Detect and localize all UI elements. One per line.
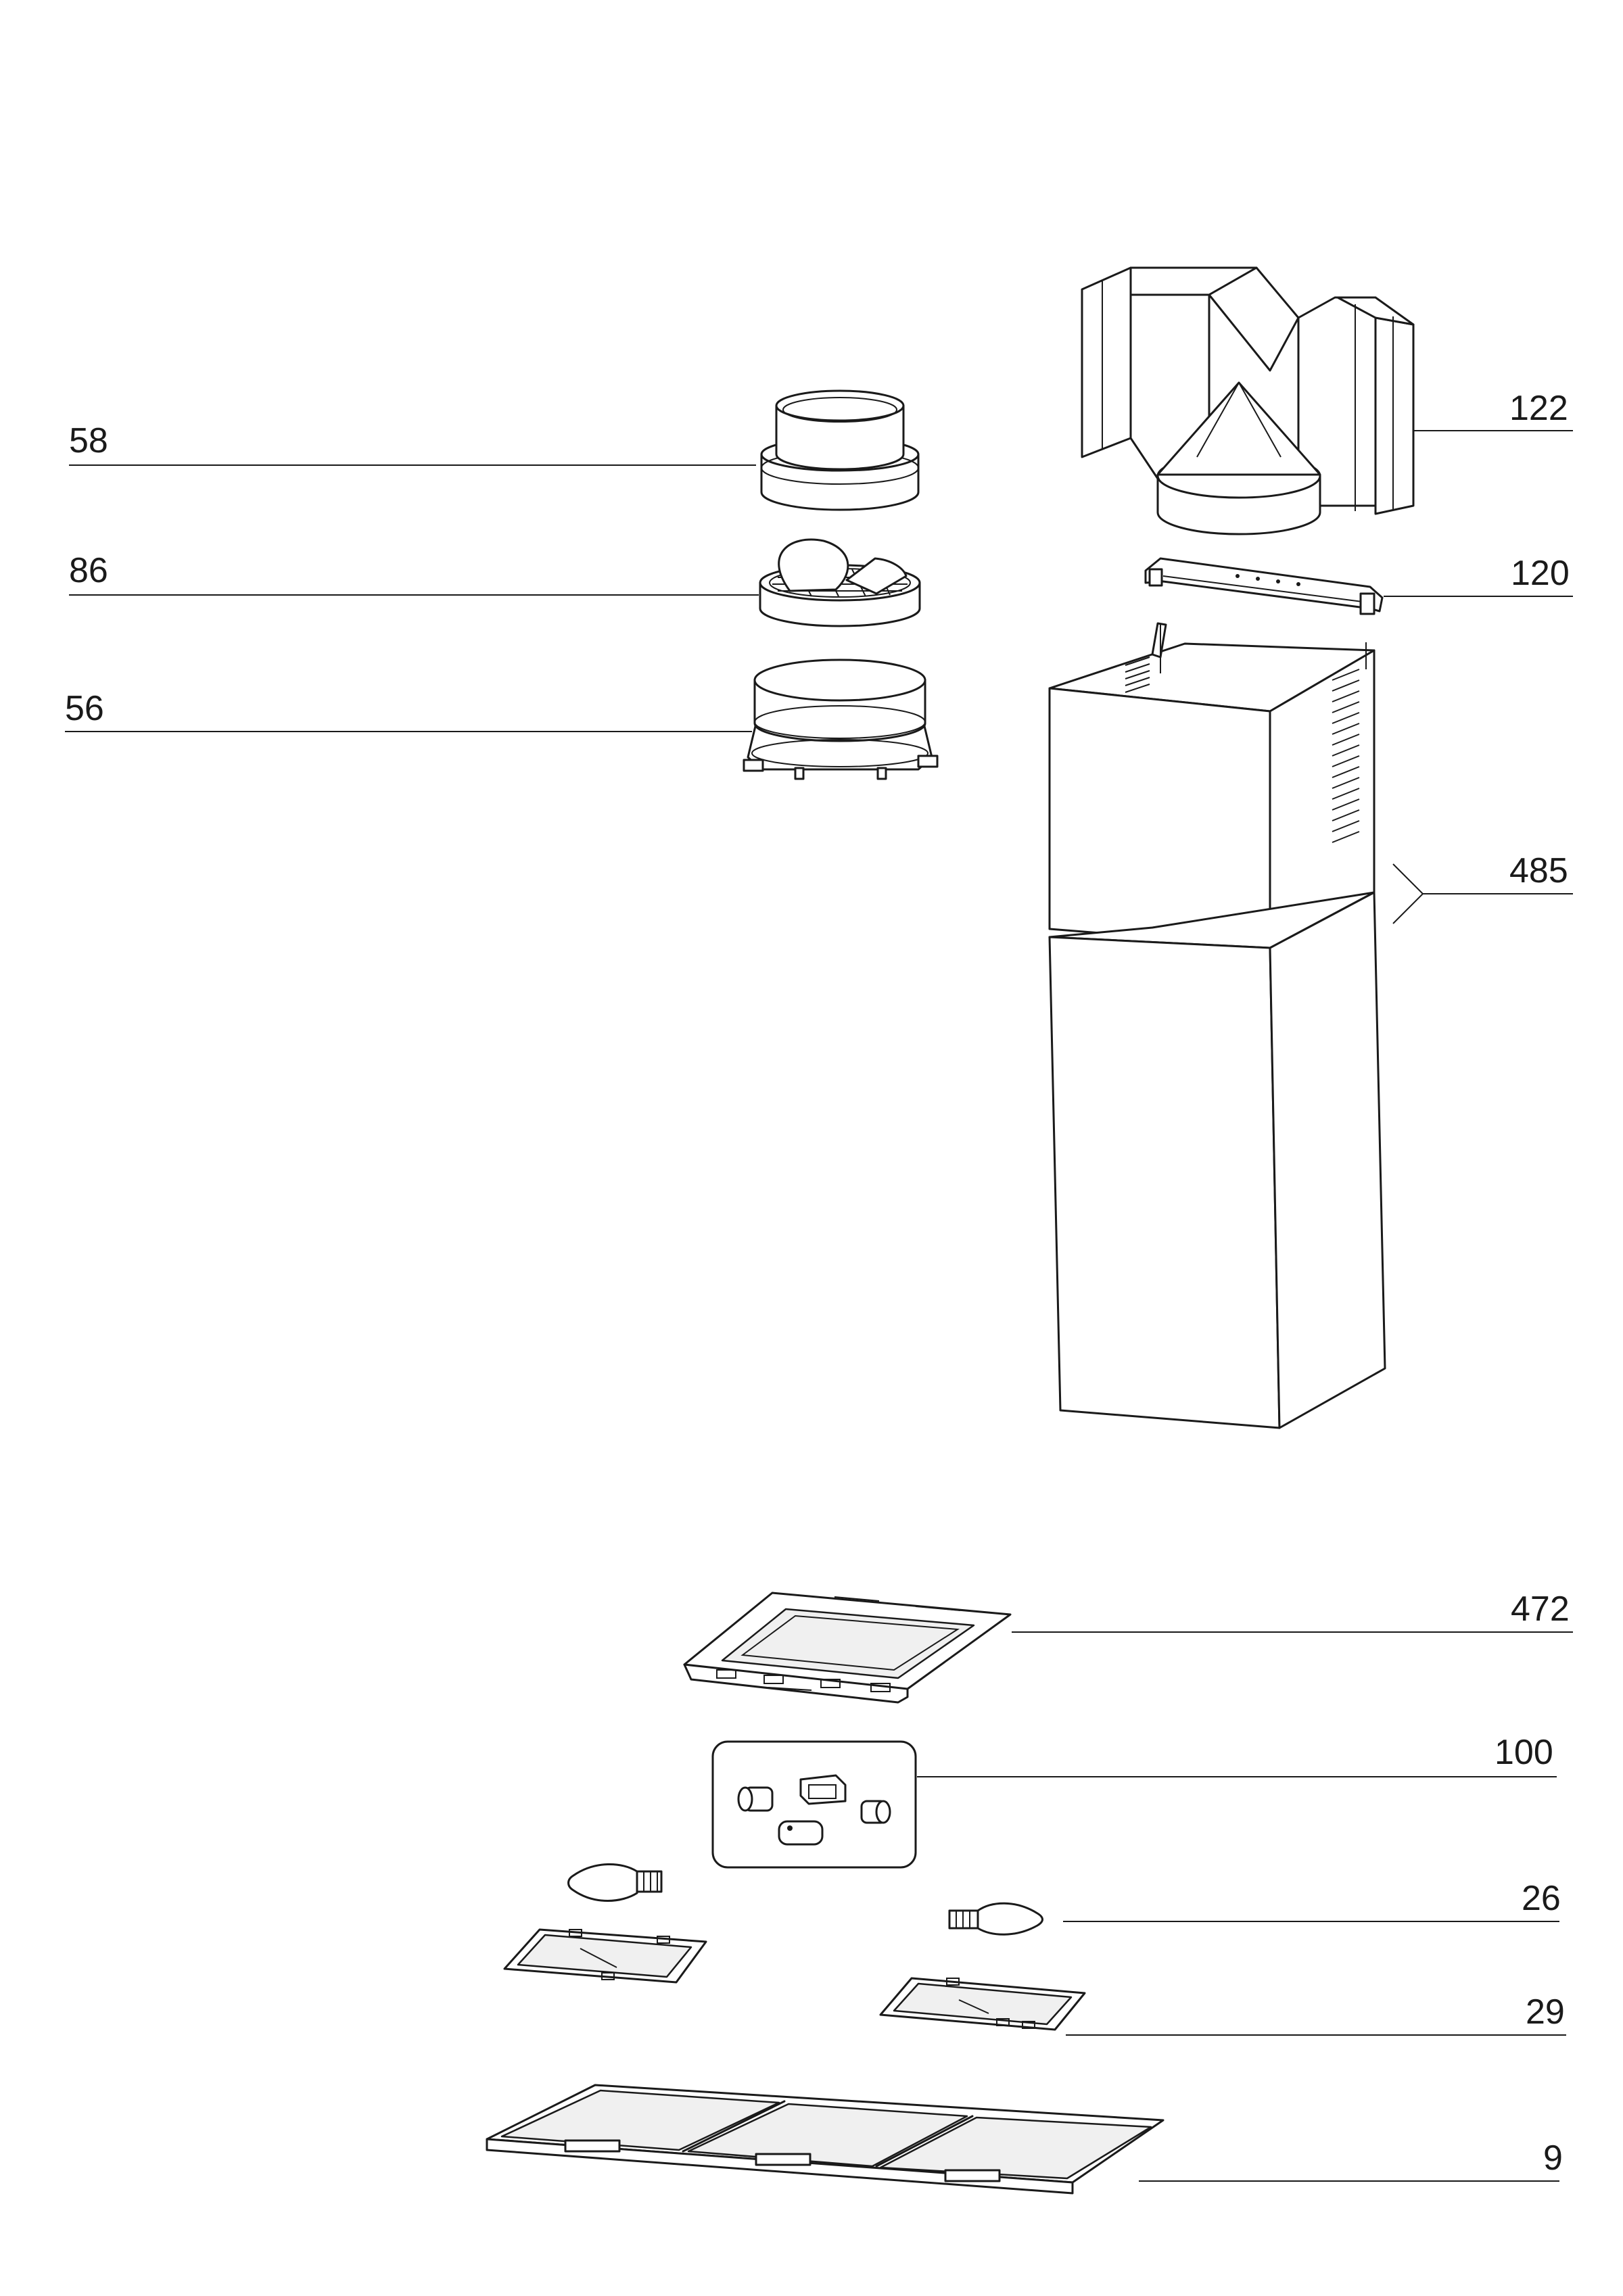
leader-lines bbox=[65, 430, 1573, 2182]
part-58-duct-adapter bbox=[760, 389, 920, 511]
part-number-56: 56 bbox=[65, 689, 104, 728]
panel-switch-block bbox=[799, 1774, 847, 1805]
part-56-duct-collar bbox=[743, 659, 939, 780]
part-120-mounting-bracket bbox=[1144, 557, 1384, 615]
panel-knob-left bbox=[737, 1786, 774, 1812]
chimney-vent-slots bbox=[1125, 656, 1360, 843]
filter-handles bbox=[564, 2139, 1001, 2182]
part-26-bulb-right bbox=[948, 1902, 1043, 1936]
part-number-122: 122 bbox=[1509, 389, 1568, 428]
panel-knob-right bbox=[860, 1800, 891, 1824]
part-number-485: 485 bbox=[1509, 851, 1568, 890]
panel-connector bbox=[778, 1820, 824, 1846]
part-29-lamp-cover-right bbox=[879, 1977, 1086, 2031]
part-number-58: 58 bbox=[69, 421, 108, 460]
part-100-control-panel bbox=[711, 1740, 917, 1869]
part-122-duct-splitter bbox=[1081, 266, 1415, 535]
part-number-472: 472 bbox=[1511, 1589, 1570, 1629]
part-9-grease-filters bbox=[486, 2084, 1165, 2195]
part-26-bulb-left bbox=[567, 1863, 663, 1902]
part-number-120: 120 bbox=[1511, 554, 1570, 593]
part-29-lamp-cover-left bbox=[503, 1928, 707, 1984]
part-number-9: 9 bbox=[1543, 2138, 1563, 2178]
leader-485 bbox=[1392, 863, 1424, 924]
part-number-100: 100 bbox=[1495, 1733, 1553, 1772]
part-485-chimney bbox=[1048, 622, 1386, 1429]
part-472-frame bbox=[683, 1592, 1012, 1704]
part-number-86: 86 bbox=[69, 551, 108, 590]
part-number-26: 26 bbox=[1522, 1879, 1561, 1918]
part-number-29: 29 bbox=[1526, 1992, 1565, 2032]
part-86-backdraft-valve bbox=[759, 538, 921, 627]
